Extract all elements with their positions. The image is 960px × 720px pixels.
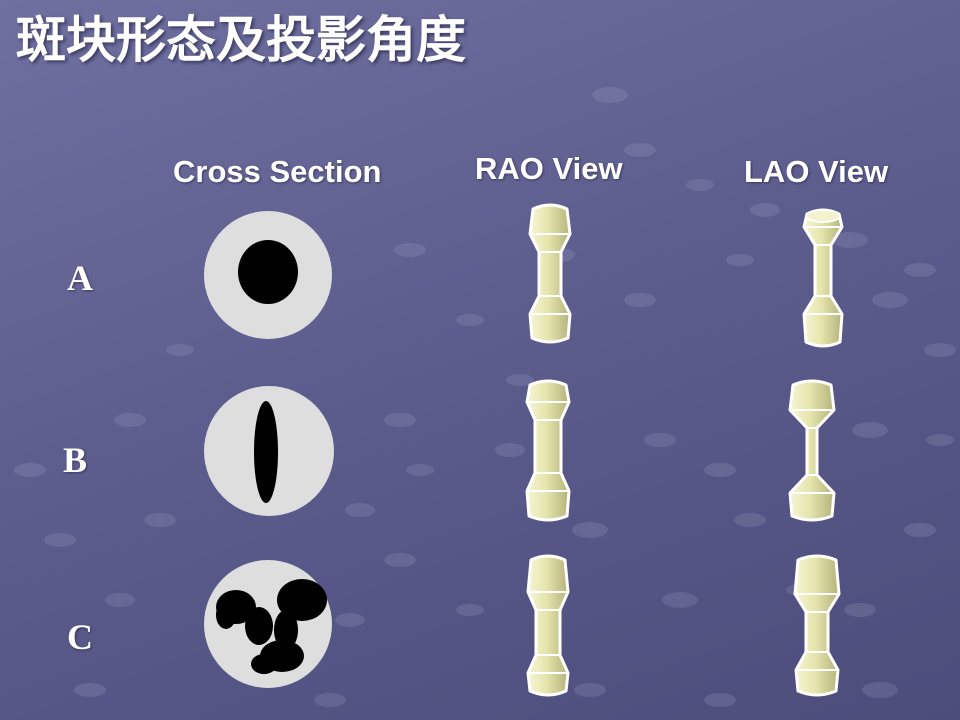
column-header-cross-section: Cross Section [173, 154, 382, 189]
cross-section-c [204, 560, 332, 688]
lao-view-a [802, 208, 844, 348]
plaque-c-irregular [216, 579, 327, 674]
slide-title: 斑块形态及投影角度 [16, 11, 466, 69]
plaque-a-concentric [238, 240, 298, 304]
cross-section-a [204, 211, 332, 339]
column-header-rao-view: RAO View [475, 151, 623, 186]
row-label-c: C [67, 617, 93, 657]
row-label-a: A [67, 258, 93, 298]
lao-view-b [788, 379, 836, 522]
column-header-lao-view: LAO View [744, 154, 889, 189]
rao-view-c [526, 554, 570, 697]
vessel-views [525, 203, 844, 697]
lao-view-c [793, 554, 841, 697]
row-label-b: B [62, 440, 87, 480]
plaque-b-eccentric [254, 401, 278, 503]
cross-section-b [204, 386, 334, 516]
rao-view-a [528, 203, 572, 344]
rao-view-b [525, 379, 571, 522]
